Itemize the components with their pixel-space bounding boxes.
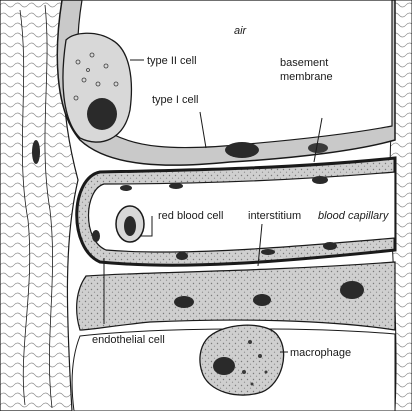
endothelial-cell-label: endothelial cell	[92, 334, 165, 346]
macrophage-nucleus	[213, 357, 235, 375]
blood-capillary-label: blood capillary	[318, 210, 390, 222]
type-ii-cell-nucleus	[87, 98, 117, 130]
lower-wall-nucleus	[340, 281, 364, 299]
left-tissue-nucleus	[32, 140, 40, 164]
type-ii-cell-label: type II cell	[147, 55, 197, 67]
upper-wall-nucleus	[308, 143, 328, 153]
interstitium-label: interstitium	[248, 210, 301, 222]
red-blood-cell-label: red blood cell	[158, 210, 223, 222]
macrophage	[200, 325, 284, 395]
red-blood-cell-center	[124, 216, 136, 236]
macrophage-label: macrophage	[290, 347, 351, 359]
basement-membrane-label-line1: basement	[280, 57, 328, 69]
lower-wall-nucleus	[253, 294, 271, 306]
basement-membrane-label-line2: membrane	[280, 71, 333, 83]
type-i-cell-nucleus	[225, 142, 259, 158]
lower-wall-nucleus	[174, 296, 194, 308]
air-label: air	[234, 25, 248, 37]
type-i-cell-label: type I cell	[152, 94, 198, 106]
